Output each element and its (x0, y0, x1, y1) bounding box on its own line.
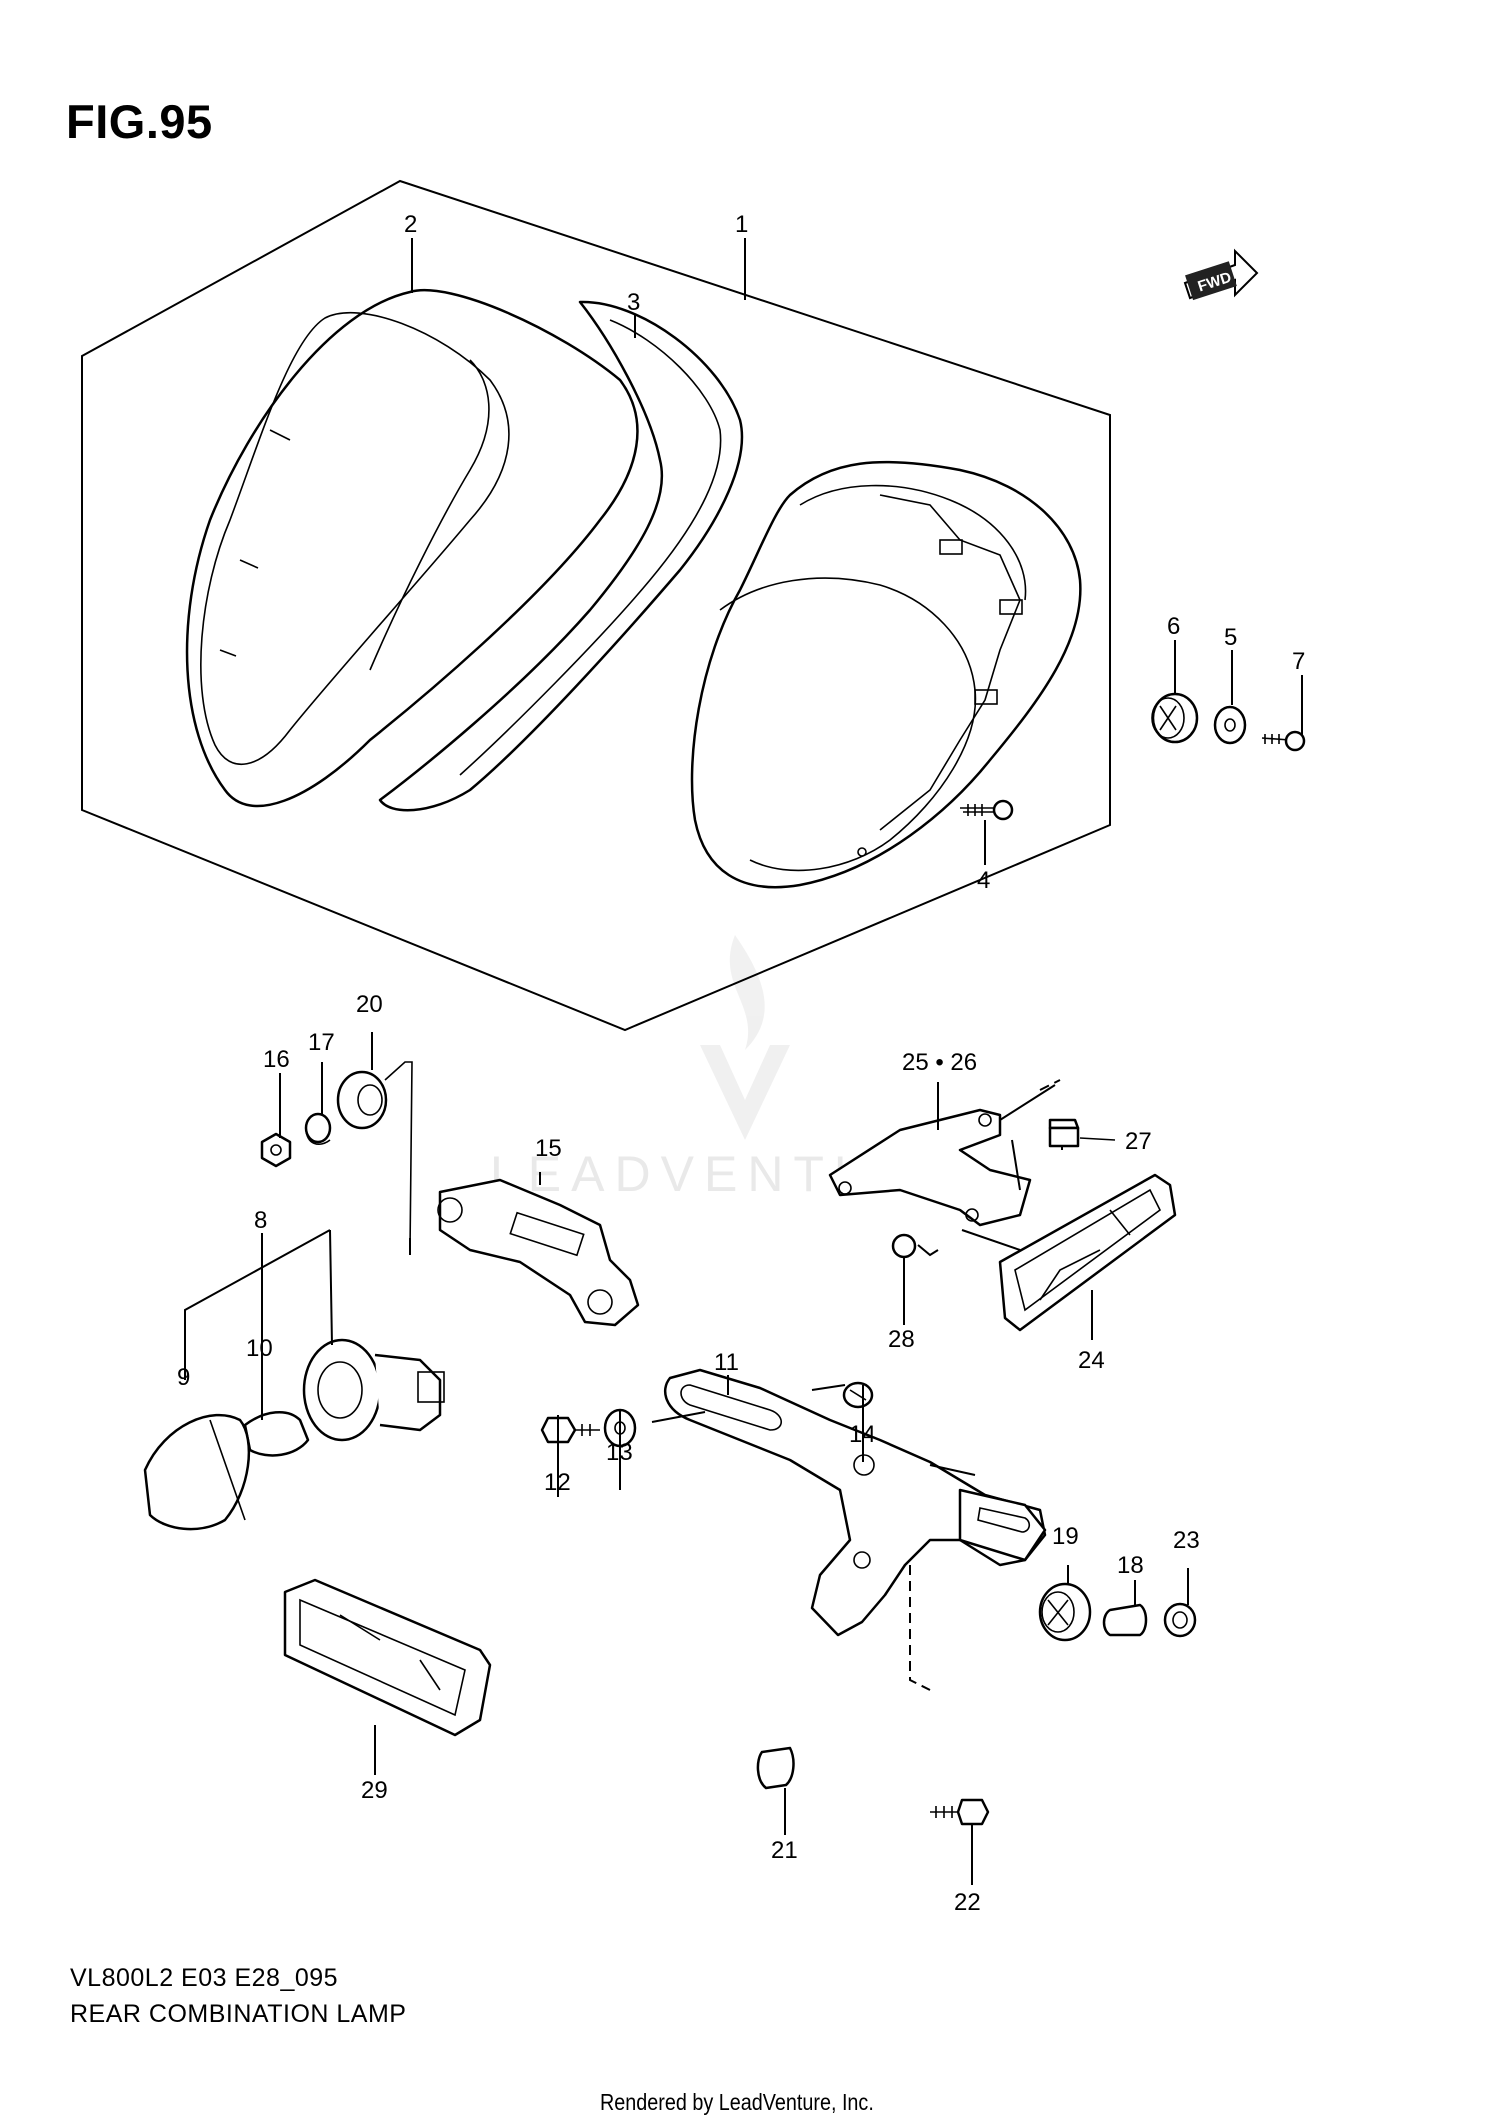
callout-15: 15 (535, 1135, 562, 1162)
part-lens-cover (185, 289, 639, 808)
part-lamp-housing (690, 460, 1082, 889)
assembly-box (81, 179, 1111, 1032)
part-bulb-10 (243, 1410, 310, 1457)
callout-3: 3 (627, 289, 640, 316)
part-bolt-12 (540, 1416, 600, 1444)
part-nut-14 (842, 1381, 874, 1409)
model-code: VL800L2 E03 E28_095 (70, 1964, 339, 1992)
part-screw-7 (1261, 730, 1306, 752)
callout-6: 6 (1167, 613, 1180, 640)
part-nut-28 (891, 1233, 939, 1325)
part-bolt-22 (930, 1798, 990, 1826)
callout-27: 27 (1125, 1128, 1152, 1155)
part-socket-8 (302, 1338, 445, 1442)
part-collar-18 (1102, 1603, 1148, 1637)
callout-7: 7 (1292, 648, 1305, 675)
callout-18: 18 (1117, 1552, 1144, 1579)
figure-caption: REAR COMBINATION LAMP (70, 2000, 407, 2028)
part-nut-16 (260, 1132, 292, 1168)
fwd-arrow-icon: FWD (1183, 248, 1259, 301)
part-nut-23 (1163, 1602, 1197, 1638)
part-reflector-24 (998, 1173, 1177, 1340)
part-grommet-20 (336, 1061, 413, 1251)
callout-1: 1 (735, 211, 748, 238)
part-bracket-11 (651, 1368, 1047, 1691)
part-bracket-25-26 (828, 1079, 1063, 1251)
callout-23: 23 (1173, 1527, 1200, 1554)
part-washer-5 (1213, 705, 1247, 745)
leader-lines-8-9-10 (184, 1229, 333, 1420)
part-collar-21 (756, 1746, 795, 1790)
part-reflector-29 (283, 1578, 492, 1737)
callout-29: 29 (361, 1777, 388, 1804)
callout-13: 13 (606, 1439, 633, 1466)
part-gasket (378, 300, 744, 812)
part-lens-9 (143, 1413, 251, 1531)
callout-25-26: 25 • 26 (902, 1049, 977, 1076)
callout-11: 11 (714, 1349, 739, 1376)
part-collar-17 (304, 1112, 332, 1145)
part-screw-27 (1048, 1118, 1116, 1148)
callout-28: 28 (888, 1326, 915, 1353)
callout-16: 16 (263, 1046, 290, 1073)
callout-22: 22 (954, 1889, 981, 1916)
part-bracket-15 (409, 1178, 640, 1327)
callout-leaders (261, 238, 1303, 1885)
callout-9: 9 (177, 1364, 190, 1391)
callout-8: 8 (254, 1207, 267, 1234)
callout-12: 12 (544, 1469, 571, 1496)
watermark-logo (700, 935, 790, 1140)
callout-14: 14 (849, 1421, 876, 1448)
part-screw-4 (960, 799, 1014, 821)
callout-2: 2 (404, 211, 417, 238)
callout-labels: 1 2 3 4 5 6 7 8 9 10 11 12 13 14 15 16 1… (177, 211, 1305, 1916)
figure-title: FIG.95 (66, 95, 213, 148)
callout-5: 5 (1224, 624, 1237, 651)
part-grommet-19 (1038, 1582, 1092, 1642)
callout-19: 19 (1052, 1523, 1079, 1550)
render-credit: Rendered by LeadVenture, Inc. (600, 2089, 874, 2115)
callout-21: 21 (771, 1837, 798, 1864)
callout-4: 4 (977, 867, 990, 894)
callout-17: 17 (308, 1029, 335, 1056)
callout-10: 10 (246, 1335, 273, 1362)
part-grommet-6 (1151, 692, 1199, 744)
callout-20: 20 (356, 991, 383, 1018)
callout-24: 24 (1078, 1347, 1105, 1374)
